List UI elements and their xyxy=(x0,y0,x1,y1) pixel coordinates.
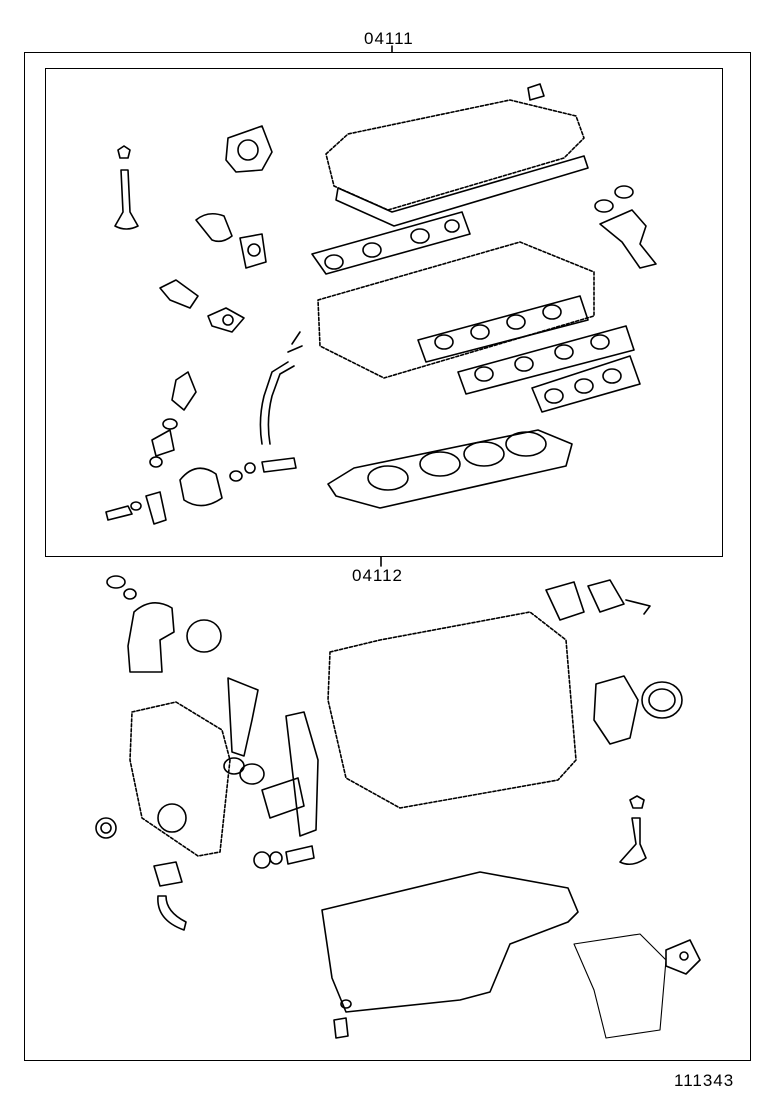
idle-air-control-valve[interactable] xyxy=(179,457,297,507)
oil-pan-baffle[interactable] xyxy=(573,933,701,1039)
sensor-upper[interactable] xyxy=(159,279,245,333)
manifold-gasket-1[interactable] xyxy=(311,211,471,275)
valve-upper[interactable] xyxy=(114,145,139,230)
head-cover-gasket[interactable] xyxy=(325,83,589,227)
kit-label-04111[interactable]: 04111 xyxy=(364,29,414,48)
valve-lower[interactable] xyxy=(619,795,647,866)
water-bypass-parts[interactable] xyxy=(594,185,657,269)
bolt-upper[interactable] xyxy=(105,491,167,525)
kit-04111-frame xyxy=(24,52,751,1061)
figure-number: 111343 xyxy=(674,1071,735,1090)
manifold-brackets[interactable] xyxy=(545,579,651,621)
rear-oil-seal-retainer[interactable] xyxy=(593,675,683,745)
timing-cover[interactable] xyxy=(129,677,259,857)
exhaust-manifold-gasket[interactable] xyxy=(531,355,641,413)
kit-04112-frame xyxy=(45,68,723,557)
manifold-gasket-3[interactable] xyxy=(457,325,635,395)
cylinder-block[interactable] xyxy=(327,611,577,809)
cylinder-head-outline[interactable] xyxy=(317,241,595,379)
crank-seal[interactable] xyxy=(95,817,117,839)
injector-parts[interactable] xyxy=(149,371,197,468)
oil-pump-gasket[interactable] xyxy=(223,711,319,837)
throttle-body-gasket[interactable] xyxy=(225,125,273,173)
manifold-gasket-2[interactable] xyxy=(417,295,589,363)
kit-label-04112[interactable]: 04112 xyxy=(352,566,404,585)
water-inlet-housing[interactable] xyxy=(106,575,222,673)
pipe-upper[interactable] xyxy=(259,331,303,445)
oil-pickup[interactable] xyxy=(153,845,315,931)
oil-pan[interactable] xyxy=(321,871,579,1039)
cylinder-head-gasket[interactable] xyxy=(327,429,573,509)
water-outlet[interactable] xyxy=(195,212,267,269)
